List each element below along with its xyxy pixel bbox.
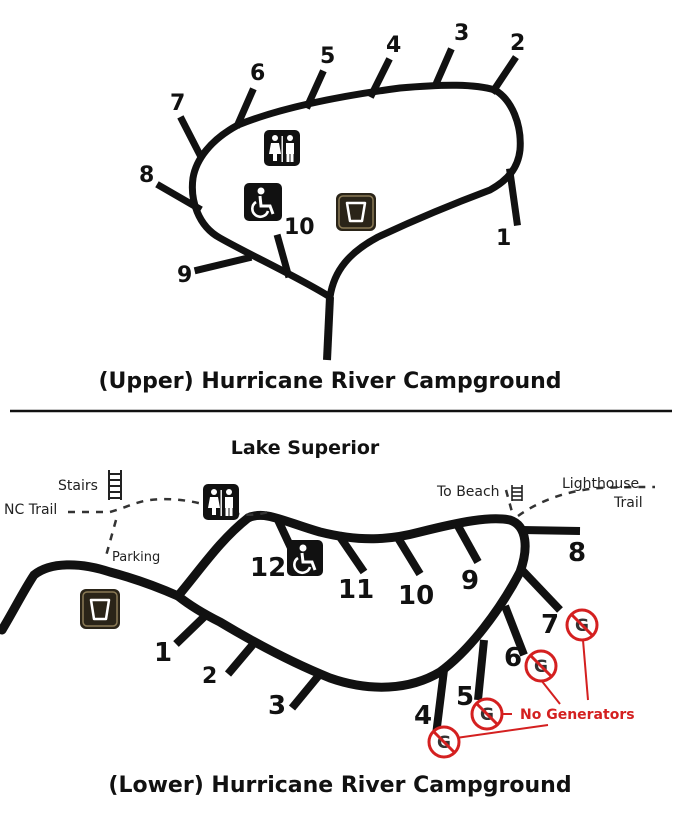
lower-entrance-road <box>0 560 183 635</box>
upper-site-label-5: 5 <box>320 44 335 69</box>
lower-spur-11 <box>334 531 368 575</box>
lower-spur-8 <box>521 526 581 535</box>
upper-campground: 1 2 3 4 5 6 7 8 9 10 <box>98 21 561 394</box>
no-generator-icon-site-6: G <box>524 649 558 683</box>
lower-spur-3 <box>288 671 324 711</box>
accessible-icon <box>244 183 282 221</box>
no-generator-icon-site-4: G <box>427 725 461 759</box>
upper-spur-3 <box>431 47 455 89</box>
upper-site-label-1: 1 <box>496 226 511 251</box>
lower-site-label-3: 3 <box>268 691 286 721</box>
stairs-label: Stairs <box>58 478 98 494</box>
water-icon <box>336 193 376 231</box>
lower-spur-2 <box>224 639 259 677</box>
upper-site-label-9: 9 <box>177 263 192 288</box>
lower-campground-title: (Lower) Hurricane River Campground <box>108 773 571 798</box>
lower-accessible-icon <box>287 540 323 576</box>
lighthouse-trail-path <box>517 485 656 518</box>
lower-site-label-5: 5 <box>456 682 474 712</box>
no-generators-label: No Generators <box>520 707 635 723</box>
lower-water-icon <box>80 589 120 629</box>
upper-spur-1 <box>506 168 521 226</box>
upper-spur-9 <box>193 253 253 275</box>
lower-spur-9 <box>454 524 482 564</box>
upper-site-numbers: 1 2 3 4 5 6 7 8 9 10 <box>139 21 525 288</box>
upper-spur-10 <box>273 233 293 279</box>
beach-trail-path <box>504 489 514 513</box>
lower-loop-road <box>173 510 530 692</box>
lower-site-label-6: 6 <box>504 643 522 673</box>
upper-site-label-4: 4 <box>386 33 401 58</box>
upper-site-spurs <box>155 47 521 279</box>
upper-site-label-6: 6 <box>250 61 265 86</box>
upper-spur-5 <box>303 69 327 110</box>
upper-site-label-10: 10 <box>284 215 315 240</box>
nc-trail-path <box>68 497 269 516</box>
lower-site-label-11: 11 <box>338 575 374 605</box>
lower-restroom-icon <box>203 484 239 520</box>
upper-spur-8 <box>155 181 203 213</box>
upper-spur-6 <box>233 87 257 129</box>
lighthouse-label: Lighthouse <box>562 476 639 492</box>
lower-site-label-9: 9 <box>461 566 479 596</box>
no-generator-connectors <box>448 639 589 740</box>
upper-campground-title: (Upper) Hurricane River Campground <box>98 369 561 394</box>
nc-trail-label: NC Trail <box>4 502 57 518</box>
upper-spur-7 <box>177 115 205 160</box>
lower-site-label-7: 7 <box>541 610 559 640</box>
upper-site-label-7: 7 <box>170 91 185 116</box>
stairs-icon <box>108 470 122 500</box>
lighthouse-trail-label: Trail <box>613 495 643 511</box>
no-generator-icon-site-5: G <box>470 697 504 731</box>
no-generator-icon-site-7: G <box>565 608 599 642</box>
parking-trail-path <box>104 519 118 557</box>
upper-spur-4 <box>367 57 393 99</box>
lower-site-numbers: 1 2 3 4 5 6 7 8 9 10 11 12 <box>154 538 586 731</box>
lower-spur-6 <box>501 604 528 657</box>
lower-spur-4 <box>432 669 448 736</box>
to-beach-label: To Beach <box>436 484 500 500</box>
lower-campground: Lake Superior <box>0 437 656 798</box>
lower-site-label-12: 12 <box>250 553 286 583</box>
upper-spur-2 <box>489 55 519 95</box>
upper-site-label-2: 2 <box>510 31 525 56</box>
upper-site-label-3: 3 <box>454 21 469 46</box>
parking-label: Parking <box>112 550 160 565</box>
lower-trails <box>68 485 656 557</box>
beach-stairs-icon <box>511 485 523 501</box>
lower-site-label-4: 4 <box>414 701 432 731</box>
upper-site-label-8: 8 <box>139 163 154 188</box>
lower-spur-7 <box>519 567 563 613</box>
lower-site-label-8: 8 <box>568 538 586 568</box>
restroom-icon <box>264 130 300 166</box>
lower-site-label-10: 10 <box>398 581 434 611</box>
lower-site-spurs <box>173 518 581 736</box>
lower-spur-1 <box>173 613 208 647</box>
lake-superior-label: Lake Superior <box>231 437 380 459</box>
lower-spur-5 <box>474 639 488 701</box>
lower-site-label-1: 1 <box>154 638 172 668</box>
lower-spur-10 <box>394 535 424 577</box>
lower-site-label-2: 2 <box>202 664 217 689</box>
upper-entry-road <box>323 296 334 361</box>
